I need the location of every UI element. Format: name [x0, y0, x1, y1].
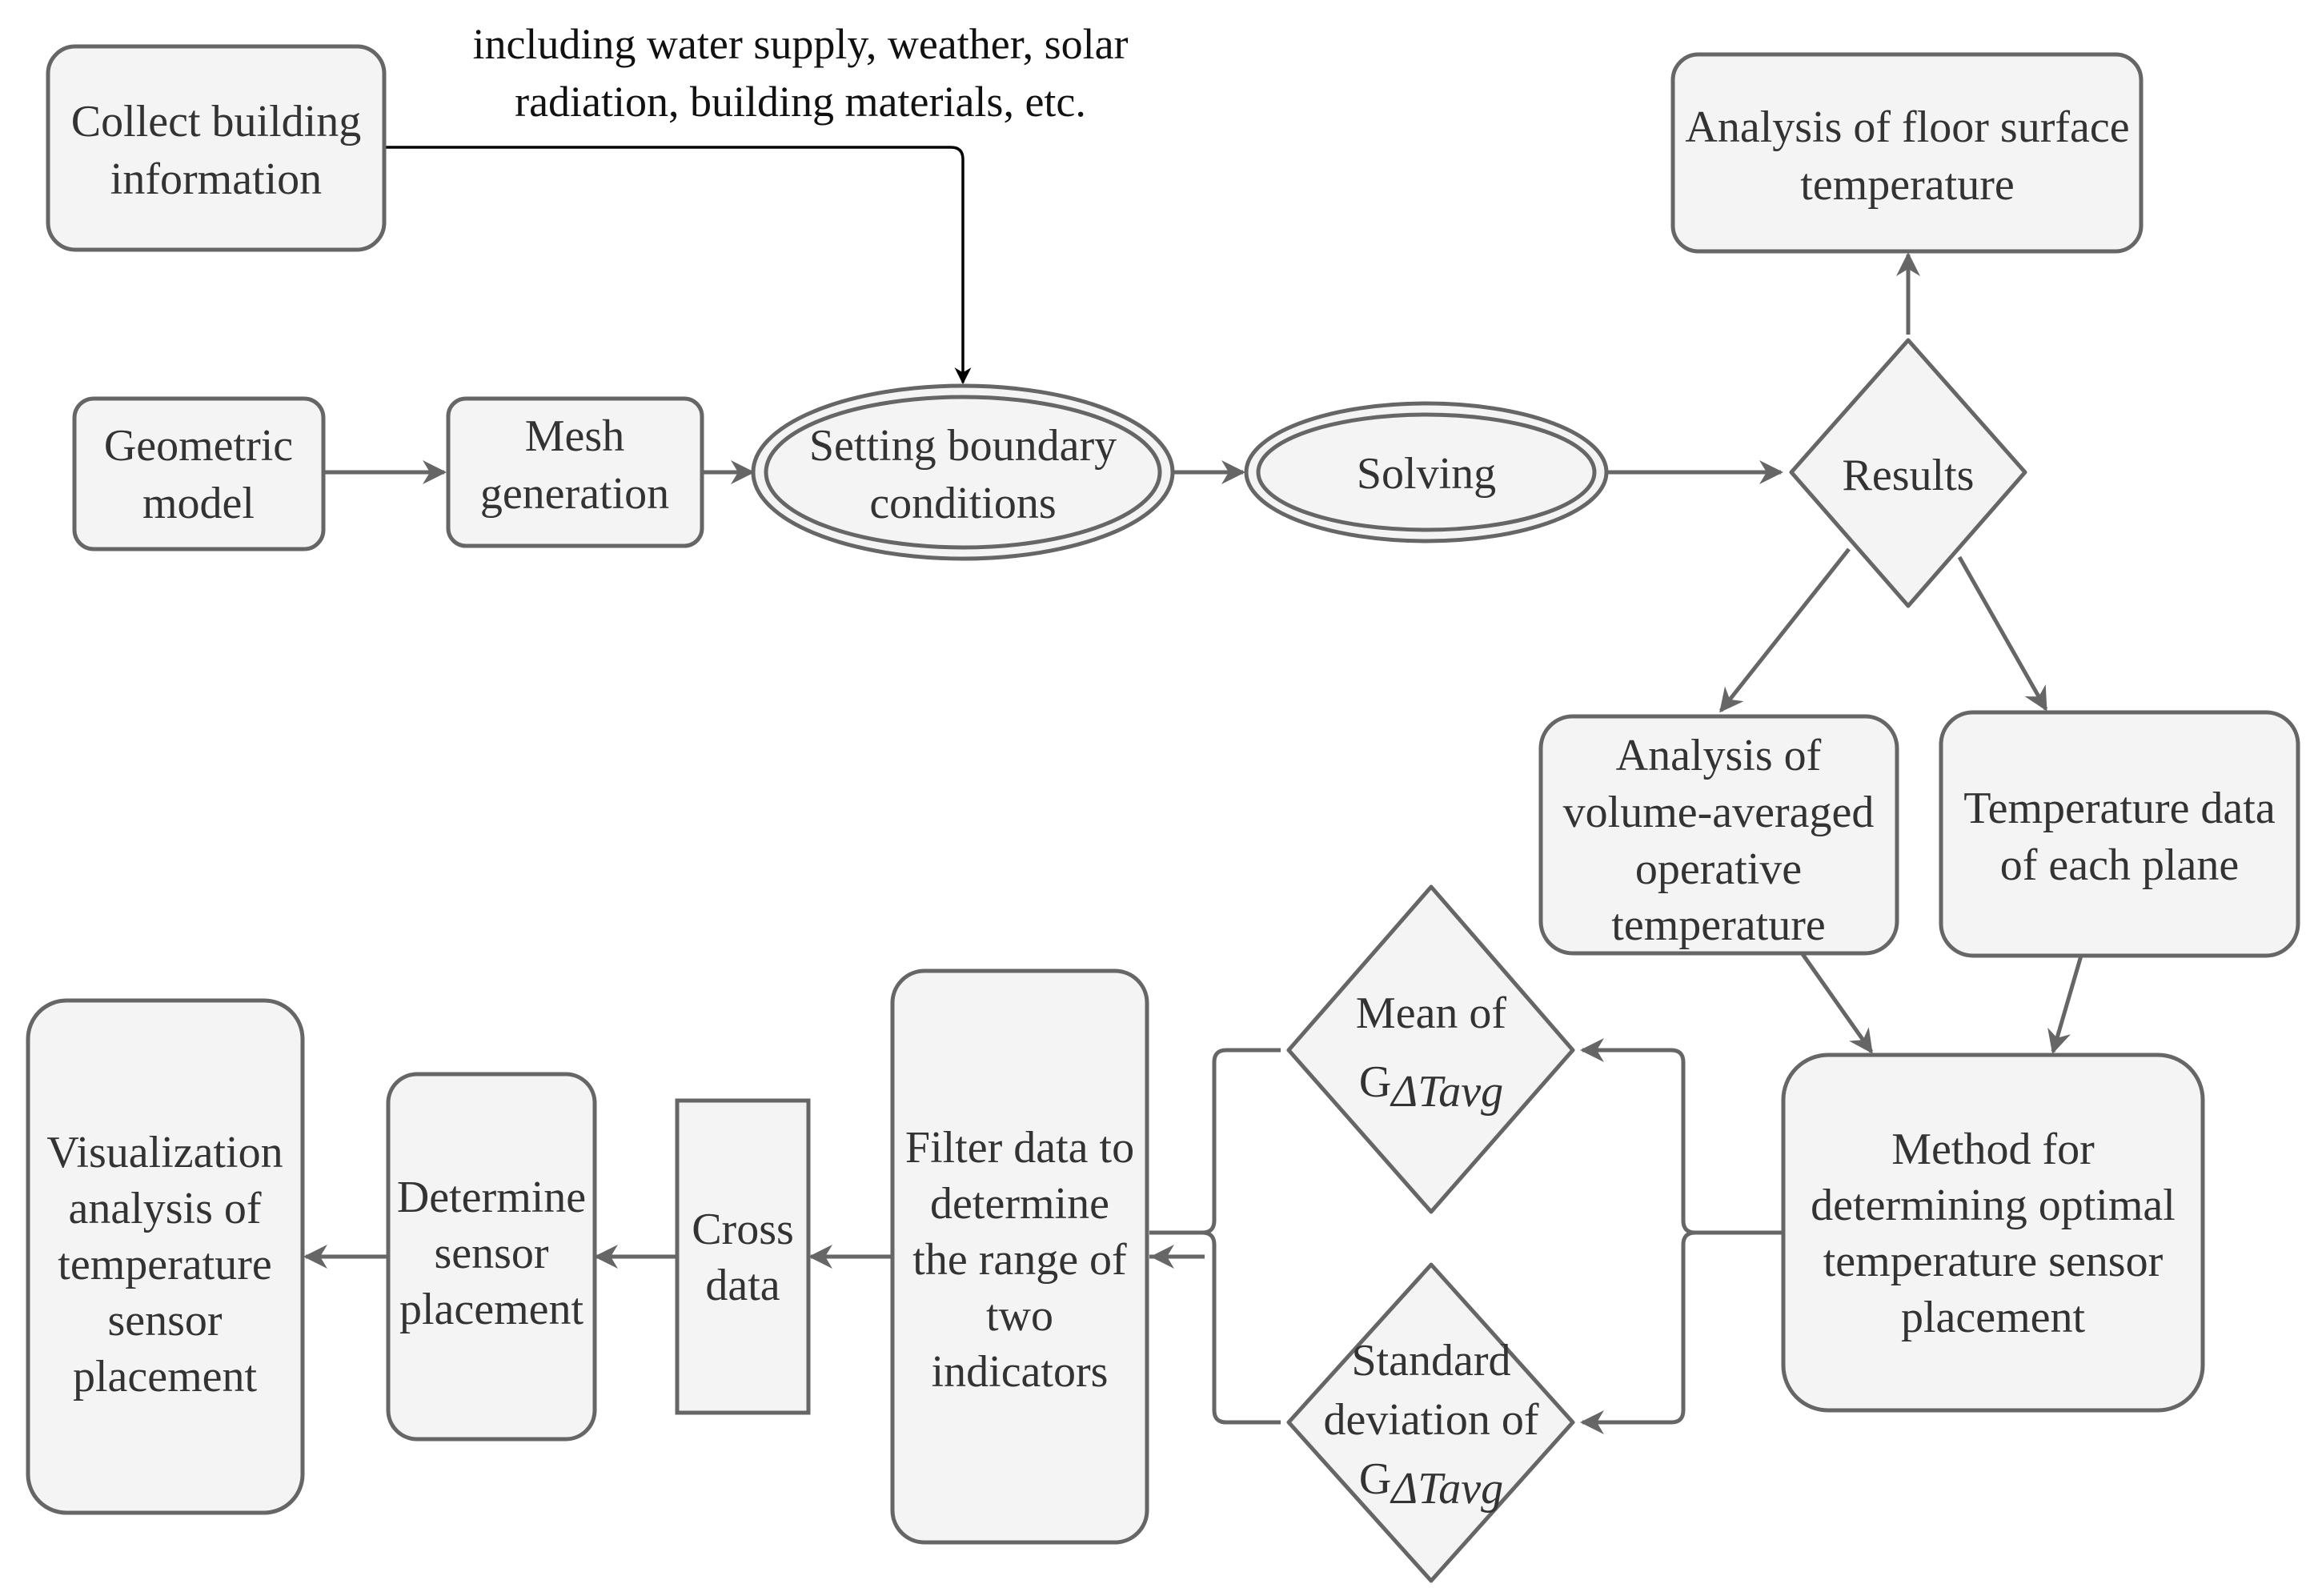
node-geometric-model: Geometric model: [72, 396, 326, 551]
std-line-2: deviation of: [1323, 1395, 1538, 1445]
arrow-collect-to-boundary: [384, 146, 972, 385]
determine-line-3: placement: [399, 1285, 584, 1334]
std-g: G: [1359, 1454, 1391, 1504]
collect-line-2: information: [110, 154, 322, 204]
cross-line-1: Cross: [692, 1205, 794, 1254]
volume-line-2: volume-averaged: [1563, 788, 1875, 837]
node-determine-sensor-placement: Determine sensor placement: [386, 1072, 597, 1442]
method-line-3: temperature sensor: [1823, 1237, 2164, 1286]
floor-line-1: Analysis of floor surface: [1685, 102, 2129, 152]
arrow-results-to-plane: [1957, 555, 2048, 712]
cross-line-2: data: [705, 1261, 780, 1310]
solving-label: Solving: [1357, 449, 1496, 499]
node-method-optimal-placement: Method for determining optimal temperatu…: [1781, 1053, 2205, 1413]
std-subscript: ΔTavg: [1390, 1464, 1503, 1514]
floor-line-2: temperature: [1800, 160, 2014, 210]
mesh-line-1: Mesh: [525, 411, 624, 461]
node-volume-averaged-analysis: Analysis of volume-averaged operative te…: [1538, 714, 1899, 956]
visual-line-1: Visualization: [46, 1128, 283, 1177]
method-line-2: determining optimal: [1811, 1181, 2176, 1230]
plane-line-2: of each plane: [2000, 840, 2239, 890]
node-filter-data: Filter data to determine the range of tw…: [890, 968, 1149, 1545]
method-line-4: placement: [1901, 1293, 2086, 1342]
filter-line-3: the range of: [912, 1235, 1127, 1285]
node-floor-surface-analysis: Analysis of floor surface temperature: [1670, 52, 2144, 254]
node-mean-indicator: Mean of GΔTavg: [1286, 884, 1575, 1214]
node-temperature-data-each-plane: Temperature data of each plane: [1939, 710, 2300, 958]
collect-line-1: Collect building: [71, 97, 361, 146]
plane-line-1: Temperature data: [1963, 784, 2276, 833]
annotation-line-2: radiation, building materials, etc.: [515, 78, 1086, 126]
arrow-plane-to-method: [2047, 955, 2083, 1054]
mean-formula: GΔTavg: [1359, 1057, 1503, 1117]
node-cross-data: Cross data: [675, 1098, 811, 1415]
node-mesh-generation: Mesh generation: [446, 396, 704, 548]
visual-line-3: temperature: [58, 1240, 271, 1289]
node-visualization-analysis: Visualization analysis of temperature se…: [26, 998, 305, 1515]
boundary-line-1: Setting boundary: [809, 421, 1117, 471]
boundary-line-2: conditions: [869, 479, 1056, 528]
volume-line-4: temperature: [1611, 900, 1825, 950]
volume-line-1: Analysis of: [1616, 731, 1822, 780]
visual-line-5: placement: [73, 1352, 258, 1402]
visual-line-4: sensor: [107, 1296, 222, 1345]
node-collect-building-information: Collect building information: [46, 44, 387, 252]
method-line-1: Method for: [1891, 1125, 2095, 1174]
geometric-line-2: model: [142, 479, 255, 528]
arrow-results-to-volume: [1719, 547, 1851, 713]
std-line-1: Standard: [1351, 1336, 1510, 1385]
std-formula: GΔTavg: [1359, 1454, 1503, 1514]
node-results-decision: Results: [1789, 338, 2027, 608]
node-setting-boundary-conditions: Setting boundary conditions: [751, 383, 1175, 561]
connector-method-to-indicators: [1582, 1048, 1782, 1425]
visual-line-2: analysis of: [68, 1184, 261, 1233]
determine-line-1: Determine: [397, 1173, 586, 1222]
filter-line-5: indicators: [932, 1347, 1109, 1397]
arrow-volume-to-method: [1800, 952, 1874, 1054]
annotation-line-1: including water supply, weather, solar: [472, 20, 1128, 68]
mesh-line-2: generation: [480, 469, 669, 519]
connector-indicators-to-filter: [1149, 1048, 1281, 1425]
mean-subscript: ΔTavg: [1390, 1067, 1503, 1117]
annotation-text: including water supply, weather, solar r…: [472, 20, 1128, 126]
filter-line-4: two: [986, 1291, 1053, 1341]
results-label: Results: [1843, 451, 1975, 500]
filter-line-1: Filter data to: [905, 1123, 1134, 1173]
node-standard-deviation-indicator: Standard deviation of GΔTavg: [1286, 1262, 1575, 1583]
mean-line-1: Mean of: [1356, 988, 1507, 1038]
geometric-line-1: Geometric: [104, 421, 293, 471]
determine-line-2: sensor: [434, 1229, 548, 1278]
volume-line-3: operative: [1635, 844, 1802, 894]
node-solving: Solving: [1244, 401, 1609, 543]
filter-line-2: determine: [930, 1179, 1109, 1229]
mean-g: G: [1359, 1057, 1391, 1107]
